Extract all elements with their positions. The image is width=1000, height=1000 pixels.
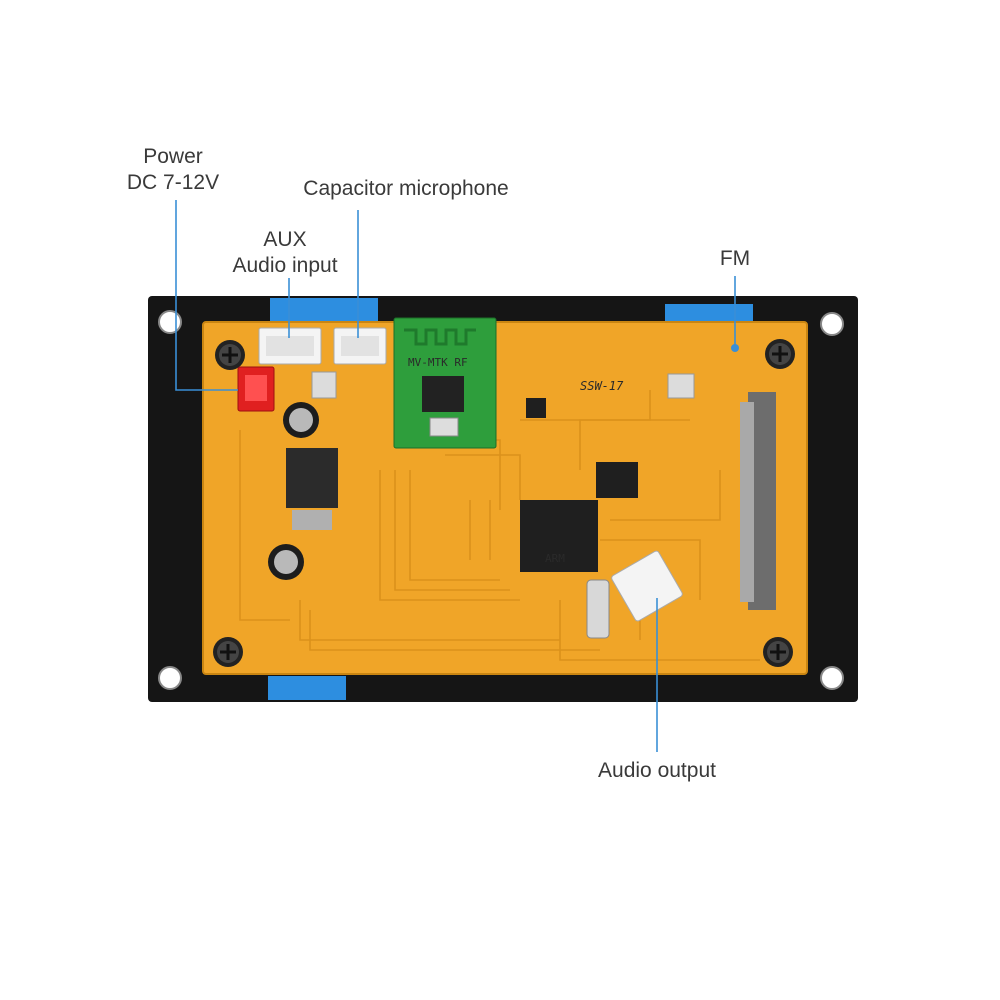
power-label: Power DC 7-12V — [110, 144, 236, 196]
aux-connector — [258, 327, 322, 365]
mount-hole — [820, 666, 844, 690]
blue-tape — [268, 676, 346, 700]
mount-hole — [158, 666, 182, 690]
voltage-regulator — [286, 448, 338, 530]
capacitor-microphone-label: Capacitor microphone — [303, 177, 509, 200]
power-label-line2: DC 7-12V — [126, 171, 220, 194]
capacitor — [283, 402, 319, 438]
small-chip — [596, 462, 638, 498]
model-marking: SSW-17 — [580, 379, 624, 393]
mcu-brand-marking: ARM — [545, 552, 565, 565]
aux-label: AUX Audio input — [220, 227, 350, 279]
small-chip — [526, 398, 546, 418]
capacitor — [268, 544, 304, 580]
screw — [765, 339, 795, 369]
rf-module: MV-MTK RF — [393, 317, 497, 449]
mount-hole — [158, 310, 182, 334]
fm-label: FM — [719, 247, 751, 270]
audio-output-label: Audio output — [598, 759, 716, 782]
screw — [215, 340, 245, 370]
power-connector — [237, 366, 275, 412]
main-chip: ARM — [520, 500, 598, 572]
output-connector — [611, 550, 683, 622]
aux-label-line2: Audio input — [232, 254, 338, 277]
blue-tape — [665, 304, 753, 324]
mic-connector — [333, 327, 387, 365]
power-leader — [175, 200, 238, 391]
ceramic-component — [311, 371, 337, 399]
aux-label-line1: AUX — [263, 228, 307, 251]
crystal — [586, 579, 610, 639]
fm-point — [731, 344, 739, 352]
power-label-line1: Power — [143, 145, 203, 168]
screw — [763, 637, 793, 667]
rf-module-marking: MV-MTK RF — [408, 356, 468, 369]
ceramic-component — [667, 373, 695, 399]
screw — [213, 637, 243, 667]
display-header — [740, 392, 776, 610]
mount-hole — [820, 312, 844, 336]
